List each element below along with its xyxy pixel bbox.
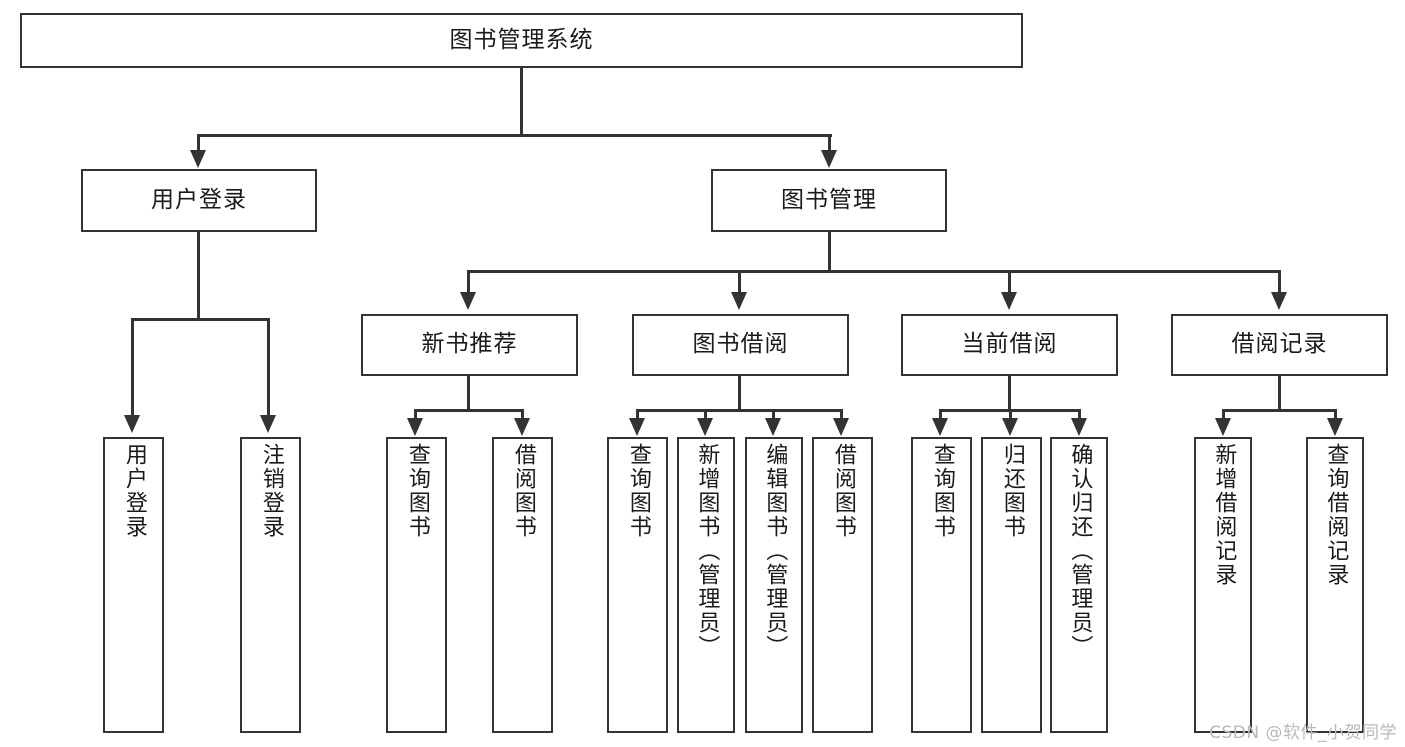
leaf-user-login-logout[interactable]: 注销登录 — [240, 437, 301, 733]
connector-drop-leaf-user-login-2 — [267, 318, 270, 419]
connector-bus-user-login-leaves — [131, 318, 269, 321]
connector-current-borrow-stem — [1008, 376, 1011, 411]
node-current-borrow[interactable]: 当前借阅 — [901, 314, 1118, 376]
node-label: 用户登录 — [151, 186, 247, 213]
leaf-label: 新增图书（管理员） — [694, 443, 720, 659]
connector-bus-level2 — [198, 134, 832, 137]
connector-user-login-stem — [197, 232, 200, 319]
leaf-bb-add-book-admin[interactable]: 新增图书（管理员） — [677, 437, 735, 733]
leaf-bb-edit-book-admin[interactable]: 编辑图书（管理员） — [745, 437, 803, 733]
csdn-watermark: CSDN @软件_小贺同学 — [1209, 723, 1397, 743]
arrowhead-user-login — [190, 150, 206, 168]
leaf-nbr-borrow-book[interactable]: 借阅图书 — [492, 437, 553, 733]
arrowhead-leaf-nbr-2 — [514, 418, 530, 436]
leaf-label: 查询图书 — [404, 443, 430, 539]
leaf-label: 编辑图书（管理员） — [762, 443, 788, 659]
arrowhead-leaf-br-2 — [1327, 418, 1343, 436]
connector-drop-leaf-bb-2 — [704, 409, 707, 421]
connector-drop-leaf-bb-4 — [840, 409, 843, 421]
leaf-label: 查询图书 — [929, 443, 955, 539]
arrowhead-leaf-cb-2 — [1002, 418, 1018, 436]
connector-drop-leaf-br-1 — [1222, 409, 1225, 421]
connector-drop-leaf-br-2 — [1334, 409, 1337, 421]
arrowhead-leaf-nbr-1 — [407, 418, 423, 436]
arrowhead-borrow-record — [1271, 292, 1287, 310]
connector-drop-book-management — [828, 134, 831, 154]
arrowhead-leaf-bb-2 — [697, 418, 713, 436]
connector-drop-leaf-bb-1 — [636, 409, 639, 421]
node-label: 图书借阅 — [692, 331, 789, 358]
leaf-label: 用户登录 — [121, 443, 147, 539]
arrowhead-new-book-recommend — [460, 292, 476, 310]
arrowhead-leaf-bb-4 — [833, 418, 849, 436]
connector-bus-book-borrow-leaves — [636, 409, 843, 412]
leaf-cb-confirm-return-admin[interactable]: 确认归还（管理员） — [1050, 437, 1108, 733]
connector-drop-current-borrow — [1008, 270, 1011, 294]
leaf-cb-query-book[interactable]: 查询图书 — [911, 437, 972, 733]
arrowhead-book-management — [821, 150, 837, 168]
leaf-label: 新增借阅记录 — [1211, 443, 1237, 587]
connector-book-management-stem — [828, 232, 831, 272]
leaf-label: 归还图书 — [999, 443, 1025, 539]
arrowhead-leaf-user-login-2 — [260, 415, 276, 433]
connector-bus-borrow-record-leaves — [1222, 409, 1337, 412]
node-book-borrow[interactable]: 图书借阅 — [632, 314, 849, 376]
leaf-nbr-query-book[interactable]: 查询图书 — [386, 437, 447, 733]
arrowhead-book-borrow — [731, 292, 747, 310]
leaf-label: 确认归还（管理员） — [1067, 443, 1093, 659]
node-label: 当前借阅 — [961, 331, 1058, 358]
connector-drop-leaf-cb-2 — [1009, 409, 1012, 421]
node-user-login[interactable]: 用户登录 — [81, 169, 317, 232]
leaf-bb-borrow-book[interactable]: 借阅图书 — [812, 437, 873, 733]
leaf-user-login-login[interactable]: 用户登录 — [103, 437, 164, 733]
node-new-book-recommend[interactable]: 新书推荐 — [361, 314, 578, 376]
node-root-book-management-system[interactable]: 图书管理系统 — [20, 13, 1023, 68]
leaf-br-query-record[interactable]: 查询借阅记录 — [1306, 437, 1364, 733]
connector-drop-leaf-user-login-1 — [131, 318, 134, 419]
node-label: 图书管理 — [781, 186, 877, 213]
arrowhead-leaf-user-login-1 — [124, 415, 140, 433]
connector-root-stem — [520, 68, 523, 135]
connector-drop-leaf-cb-3 — [1078, 409, 1081, 421]
leaf-br-add-record[interactable]: 新增借阅记录 — [1194, 437, 1252, 733]
connector-drop-new-book-recommend — [467, 270, 470, 294]
connector-drop-leaf-bb-3 — [772, 409, 775, 421]
connector-book-borrow-stem — [738, 376, 741, 411]
connector-new-book-recommend-stem — [467, 376, 470, 411]
connector-drop-borrow-record — [1278, 270, 1281, 294]
leaf-bb-query-book[interactable]: 查询图书 — [607, 437, 668, 733]
leaf-label: 查询借阅记录 — [1323, 443, 1349, 587]
leaf-label: 借阅图书 — [510, 443, 536, 539]
arrowhead-leaf-bb-3 — [765, 418, 781, 436]
connector-borrow-record-stem — [1278, 376, 1281, 411]
connector-drop-leaf-nbr-1 — [414, 409, 417, 421]
arrowhead-leaf-cb-1 — [932, 418, 948, 436]
leaf-label: 借阅图书 — [830, 443, 856, 539]
leaf-label: 查询图书 — [625, 443, 651, 539]
arrowhead-leaf-cb-3 — [1071, 418, 1087, 436]
node-label: 新书推荐 — [421, 331, 518, 358]
connector-drop-leaf-nbr-2 — [521, 409, 524, 421]
arrowhead-leaf-bb-1 — [629, 418, 645, 436]
node-book-management[interactable]: 图书管理 — [711, 169, 947, 232]
leaf-label: 注销登录 — [258, 443, 284, 539]
node-label: 借阅记录 — [1231, 331, 1328, 358]
connector-drop-user-login — [197, 134, 200, 154]
arrowhead-leaf-br-1 — [1215, 418, 1231, 436]
connector-drop-book-borrow — [738, 270, 741, 294]
connector-drop-leaf-cb-1 — [939, 409, 942, 421]
node-borrow-record[interactable]: 借阅记录 — [1171, 314, 1388, 376]
node-label: 图书管理系统 — [449, 26, 594, 53]
connector-bus-level3 — [467, 270, 1281, 273]
arrowhead-current-borrow — [1001, 292, 1017, 310]
leaf-cb-return-book[interactable]: 归还图书 — [981, 437, 1042, 733]
connector-bus-new-book-recommend-leaves — [414, 409, 524, 412]
